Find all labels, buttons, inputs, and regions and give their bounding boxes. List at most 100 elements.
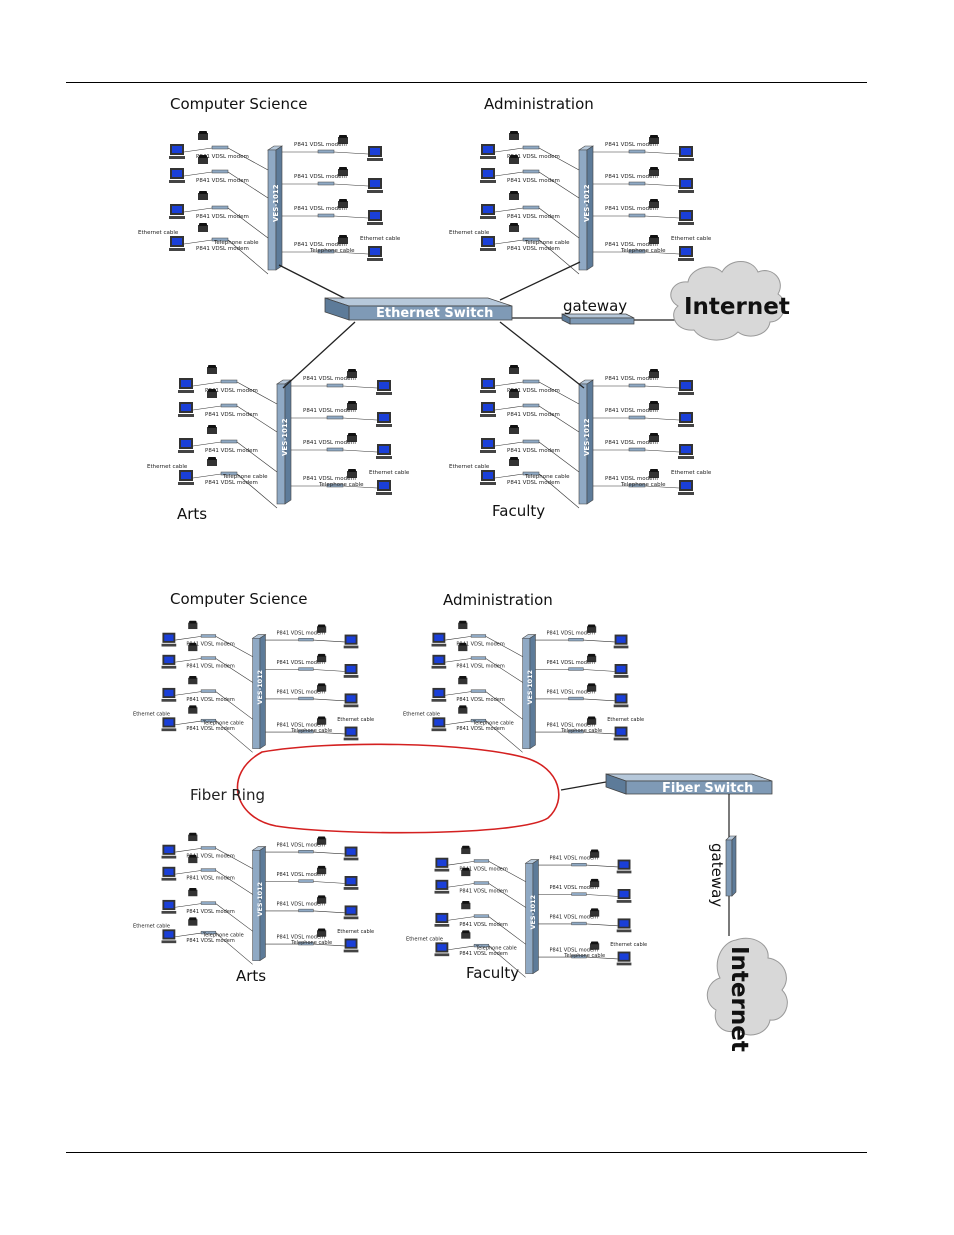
- modem-label: P841 VDSL modem: [507, 214, 560, 220]
- modem-label: P841 VDSL modem: [205, 480, 258, 486]
- telephone-icon: [188, 917, 198, 926]
- telephone-cable-label: Telephone cable: [524, 240, 570, 246]
- vdsl-modem-icon: [211, 145, 229, 150]
- vdsl-modem-icon: [298, 879, 314, 883]
- ethernet-switch: Ethernet Switch: [324, 297, 513, 321]
- computer-icon: [434, 912, 450, 927]
- ethernet-cable-label: Ethernet cable: [607, 717, 644, 723]
- modem-label: P841 VDSL modem: [550, 856, 599, 862]
- vdsl-modem-icon: [571, 921, 587, 926]
- modem-label: P841 VDSL modem: [456, 697, 505, 703]
- dslam-switch: VES-1012: [524, 859, 540, 975]
- telephone-icon: [198, 191, 208, 200]
- internet-cloud-1: Internet: [670, 261, 790, 341]
- telephone-icon: [509, 365, 519, 374]
- vdsl-modem-icon: [220, 379, 238, 384]
- modem-label: P841 VDSL modem: [507, 448, 560, 454]
- computer-icon: [178, 438, 194, 453]
- telephone-cable-label: Telephone cable: [202, 933, 244, 939]
- computer-icon: [678, 178, 694, 193]
- computer-icon: [376, 444, 392, 459]
- dslam-label: VES-1012: [281, 418, 289, 456]
- modem-label: P841 VDSL modem: [186, 854, 235, 860]
- vdsl-modem-icon: [473, 859, 490, 863]
- telephone-icon: [461, 930, 471, 939]
- dslam-switch: VES-1012: [578, 379, 594, 505]
- modem-label: P841 VDSL modem: [303, 376, 356, 382]
- modem-label: P841 VDSL modem: [196, 154, 249, 160]
- modem-label: P841 VDSL modem: [277, 872, 326, 878]
- vdsl-modem-icon: [200, 689, 217, 693]
- computer-icon: [678, 210, 694, 225]
- vdsl-modem-icon: [298, 667, 314, 671]
- vdsl-modem-icon: [522, 439, 540, 444]
- telephone-icon: [458, 705, 468, 714]
- internet-label-2: Internet: [726, 946, 752, 1052]
- telephone-icon: [461, 867, 471, 877]
- telephone-cable-label: Telephone cable: [472, 721, 514, 727]
- ethernet-cable-label: Ethernet cable: [147, 464, 188, 470]
- telephone-icon: [509, 389, 519, 398]
- vdsl-modem-icon: [326, 447, 344, 452]
- computer-icon: [678, 380, 694, 395]
- dslam-label: VES-1012: [256, 882, 264, 917]
- vdsl-modem-icon: [522, 379, 540, 384]
- computer-icon: [343, 905, 359, 920]
- modem-label: P841 VDSL modem: [277, 935, 326, 941]
- modem-label: P841 VDSL modem: [605, 174, 658, 180]
- ethernet-cable-label: Ethernet cable: [337, 717, 374, 723]
- computer-icon: [678, 480, 694, 495]
- vdsl-modem-icon: [470, 689, 487, 693]
- ethernet-cable-label: Ethernet cable: [449, 464, 490, 470]
- internet-cloud-2: Internet: [706, 937, 788, 1052]
- modem-label: P841 VDSL modem: [605, 242, 658, 248]
- telephone-cable-label: Telephone cable: [563, 953, 605, 959]
- vdsl-modem-icon: [522, 169, 540, 174]
- vdsl-modem-icon: [470, 656, 487, 660]
- diagram-2: Computer Science Administration Arts Fac…: [133, 590, 788, 1052]
- ethernet-cable-label: Ethernet cable: [133, 924, 170, 930]
- telephone-icon: [188, 642, 198, 652]
- vdsl-modem-icon: [628, 213, 646, 218]
- modem-label: P841 VDSL modem: [277, 660, 326, 666]
- computer-icon: [678, 246, 694, 261]
- telephone-cable-label: Telephone cable: [290, 940, 332, 946]
- computer-icon: [343, 664, 359, 678]
- computer-icon: [343, 846, 359, 861]
- telephone-icon: [188, 705, 198, 714]
- vdsl-modem-icon: [522, 145, 540, 150]
- telephone-icon: [461, 845, 471, 855]
- dslam-switch: VES-1012: [251, 634, 267, 750]
- modem-label: P841 VDSL modem: [507, 388, 560, 394]
- computer-icon: [616, 951, 632, 966]
- telephone-icon: [188, 887, 198, 897]
- header-rule: [66, 82, 867, 83]
- vdsl-modem-icon: [298, 696, 314, 701]
- modem-label: P841 VDSL modem: [303, 440, 356, 446]
- dept-label-cs-1: Computer Science: [170, 95, 307, 113]
- ethernet-cable-label: Ethernet cable: [671, 236, 712, 242]
- computer-icon: [678, 412, 694, 427]
- computer-icon: [616, 859, 632, 874]
- modem-label: P841 VDSL modem: [547, 689, 596, 695]
- telephone-icon: [509, 191, 519, 200]
- computer-icon: [480, 236, 496, 251]
- computer-icon: [480, 402, 496, 417]
- vdsl-modem-icon: [628, 447, 646, 452]
- computer-icon: [343, 938, 359, 953]
- fiber-switch: Fiber Switch: [605, 773, 773, 796]
- vdsl-modem-icon: [211, 169, 229, 174]
- vdsl-modem-icon: [628, 415, 646, 420]
- internet-label-1: Internet: [684, 294, 790, 320]
- modem-label: P841 VDSL modem: [294, 206, 347, 212]
- vdsl-modem-icon: [326, 383, 344, 388]
- telephone-icon: [509, 131, 519, 140]
- ethernet-cable-label: Ethernet cable: [449, 230, 490, 236]
- modem-label: P841 VDSL modem: [459, 951, 508, 957]
- ethernet-cable-label: Ethernet cable: [610, 942, 647, 948]
- telephone-icon: [509, 425, 519, 434]
